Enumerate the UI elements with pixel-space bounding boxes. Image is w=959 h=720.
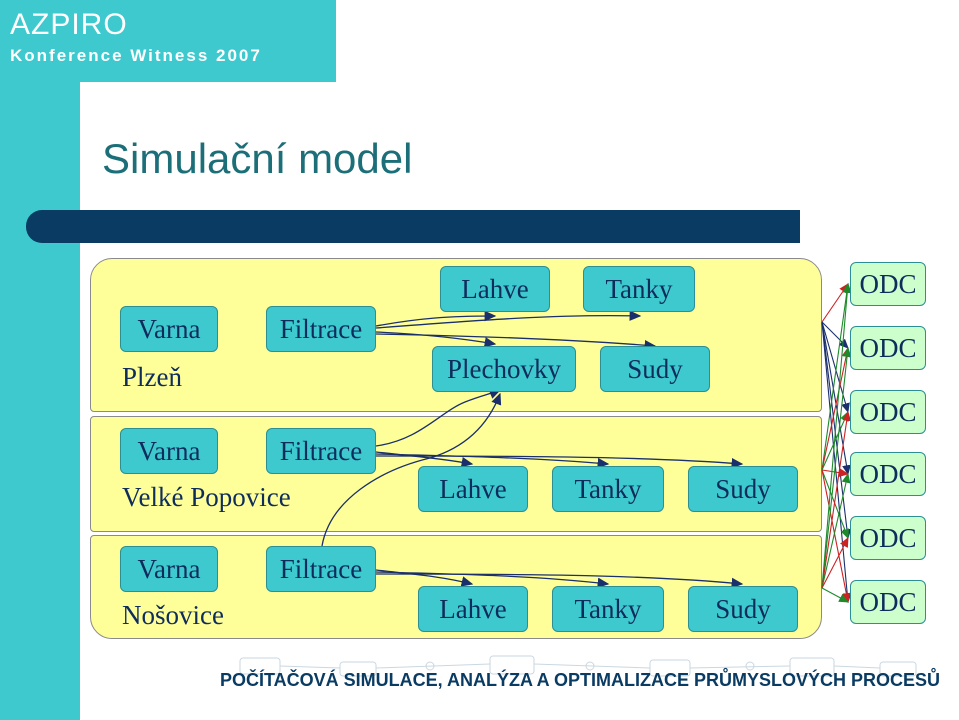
banner-corner xyxy=(80,82,120,122)
vp-filtrace-node: Filtrace xyxy=(266,428,376,474)
plzen-sudy-node: Sudy xyxy=(600,346,710,392)
odc-node-2: ODC xyxy=(850,326,926,370)
plzen-place-label: Plzeň xyxy=(122,362,182,392)
nos-lahve-node: Lahve xyxy=(418,586,528,632)
footer-watermark-diagram xyxy=(239,655,917,677)
vp-tanky-node: Tanky xyxy=(552,466,664,512)
slide-title: Simulační model xyxy=(102,135,413,182)
nos-varna-node: Varna xyxy=(120,546,218,592)
vp-sudy-node: Sudy xyxy=(688,466,798,512)
footer-caption: POČÍTAČOVÁ SIMULACE, ANALÝZA A OPTIMALIZ… xyxy=(220,670,941,690)
odc-node-3: ODC xyxy=(850,390,926,434)
vp-lahve-node: Lahve xyxy=(418,466,528,512)
plzen-tanky-node: Tanky xyxy=(583,266,695,312)
plzen-filtrace-node: Filtrace xyxy=(266,306,376,352)
header-banner: AZPIRO Konference Witness 2007 xyxy=(0,0,336,82)
plzen-plechovky-node: Plechovky xyxy=(432,346,576,392)
odc-node-6: ODC xyxy=(850,580,926,624)
nos-filtrace-node: Filtrace xyxy=(266,546,376,592)
nos-tanky-node: Tanky xyxy=(552,586,664,632)
odc-node-4: ODC xyxy=(850,452,926,496)
plzen-lahve-node: Lahve xyxy=(440,266,550,312)
plzen-varna-node: Varna xyxy=(120,306,218,352)
nos-place-label: Nošovice xyxy=(122,600,224,630)
title-divider-bar xyxy=(26,210,800,243)
left-accent-bar xyxy=(0,0,80,720)
odc-node-1: ODC xyxy=(850,262,926,306)
brand-subtitle: Konference Witness 2007 xyxy=(10,46,262,65)
brand-name: AZPIRO xyxy=(10,8,128,41)
vp-place-label: Velké Popovice xyxy=(122,482,291,512)
nos-sudy-node: Sudy xyxy=(688,586,798,632)
odc-node-5: ODC xyxy=(850,516,926,560)
vp-varna-node: Varna xyxy=(120,428,218,474)
